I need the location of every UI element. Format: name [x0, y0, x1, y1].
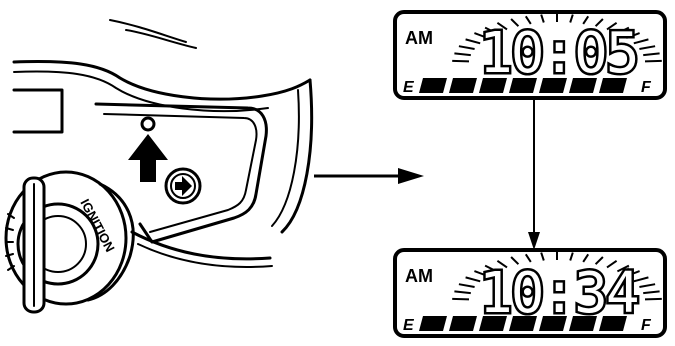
fuel-gauge-bars — [419, 316, 627, 331]
sun-tick — [465, 276, 481, 283]
fuel-bar-segment — [479, 316, 507, 331]
sun-tick — [510, 256, 520, 265]
sun-tick — [452, 59, 470, 63]
downward-arrow — [528, 98, 540, 250]
sun-tick — [496, 21, 508, 31]
sun-tick — [496, 259, 508, 269]
fuel-bar-segment — [599, 78, 627, 93]
sun-tick — [452, 297, 470, 301]
fuel-bar-segment — [449, 78, 477, 93]
indicator-circle-icon — [140, 116, 156, 132]
sun-tick — [594, 18, 604, 27]
sun-tick — [606, 21, 618, 31]
sun-tick — [510, 18, 520, 27]
ignition-switch[interactable]: IGNITION — [4, 170, 135, 314]
sun-tick — [458, 45, 475, 50]
fuel-bar-segment — [539, 78, 567, 93]
sun-tick — [474, 32, 488, 39]
fuel-bar-segment — [569, 78, 597, 93]
fuel-bar-segment — [509, 316, 537, 331]
sun-tick — [582, 253, 590, 263]
sun-tick — [639, 283, 656, 288]
sun-tick — [643, 290, 660, 295]
sun-tick — [626, 270, 640, 277]
sun-tick — [569, 14, 574, 23]
sun-tick — [626, 32, 640, 39]
fuel-bar-segment — [479, 78, 507, 93]
sun-tick — [540, 252, 545, 261]
fuel-empty-label: E — [403, 79, 415, 96]
period-label: AM — [405, 28, 433, 48]
clock-display-before: AM 10:05 E F — [393, 10, 667, 100]
fuel-full-label: F — [641, 317, 652, 334]
sun-tick — [633, 38, 649, 45]
sun-tick — [454, 290, 471, 295]
fuel-empty-label: E — [403, 317, 415, 334]
sun-tick — [458, 283, 475, 288]
sun-tick — [484, 264, 498, 273]
clock-display-after: AM 10:34 E F — [393, 248, 667, 338]
sun-tick — [540, 14, 545, 23]
sunburst-ticks-icon — [452, 252, 662, 301]
sun-tick — [524, 253, 532, 263]
fuel-gauge-bars — [419, 78, 627, 93]
sun-tick — [582, 15, 590, 25]
fuel-bar-segment — [599, 316, 627, 331]
dashboard-illustration: IGNITION — [4, 19, 314, 314]
sunburst-ticks-icon — [452, 14, 662, 63]
fuel-bar-segment — [539, 316, 567, 331]
fuel-bar-segment — [509, 78, 537, 93]
sun-tick — [474, 270, 488, 277]
sun-tick — [616, 264, 630, 273]
fuel-bar-segment — [419, 78, 447, 93]
period-label: AM — [405, 266, 433, 286]
sun-tick — [616, 26, 630, 35]
sun-tick — [643, 52, 660, 57]
sun-tick — [465, 38, 481, 45]
sun-tick — [594, 256, 604, 265]
up-arrow-icon — [128, 134, 168, 182]
fuel-bar-segment — [419, 316, 447, 331]
sun-tick — [484, 26, 498, 35]
right-arrow-icon — [175, 176, 192, 196]
sun-tick — [606, 259, 618, 269]
sun-tick — [639, 45, 656, 50]
sun-tick — [644, 297, 662, 301]
sun-tick — [454, 52, 471, 57]
sun-tick — [569, 252, 574, 261]
sun-tick — [633, 276, 649, 283]
fuel-bar-segment — [449, 316, 477, 331]
transition-arrow — [314, 168, 424, 184]
sun-tick — [644, 59, 662, 63]
fuel-full-label: F — [641, 79, 652, 96]
sun-tick — [524, 15, 532, 25]
fuel-bar-segment — [569, 316, 597, 331]
clock-time: 10:05 — [479, 21, 638, 86]
clock-set-button[interactable] — [164, 167, 202, 205]
